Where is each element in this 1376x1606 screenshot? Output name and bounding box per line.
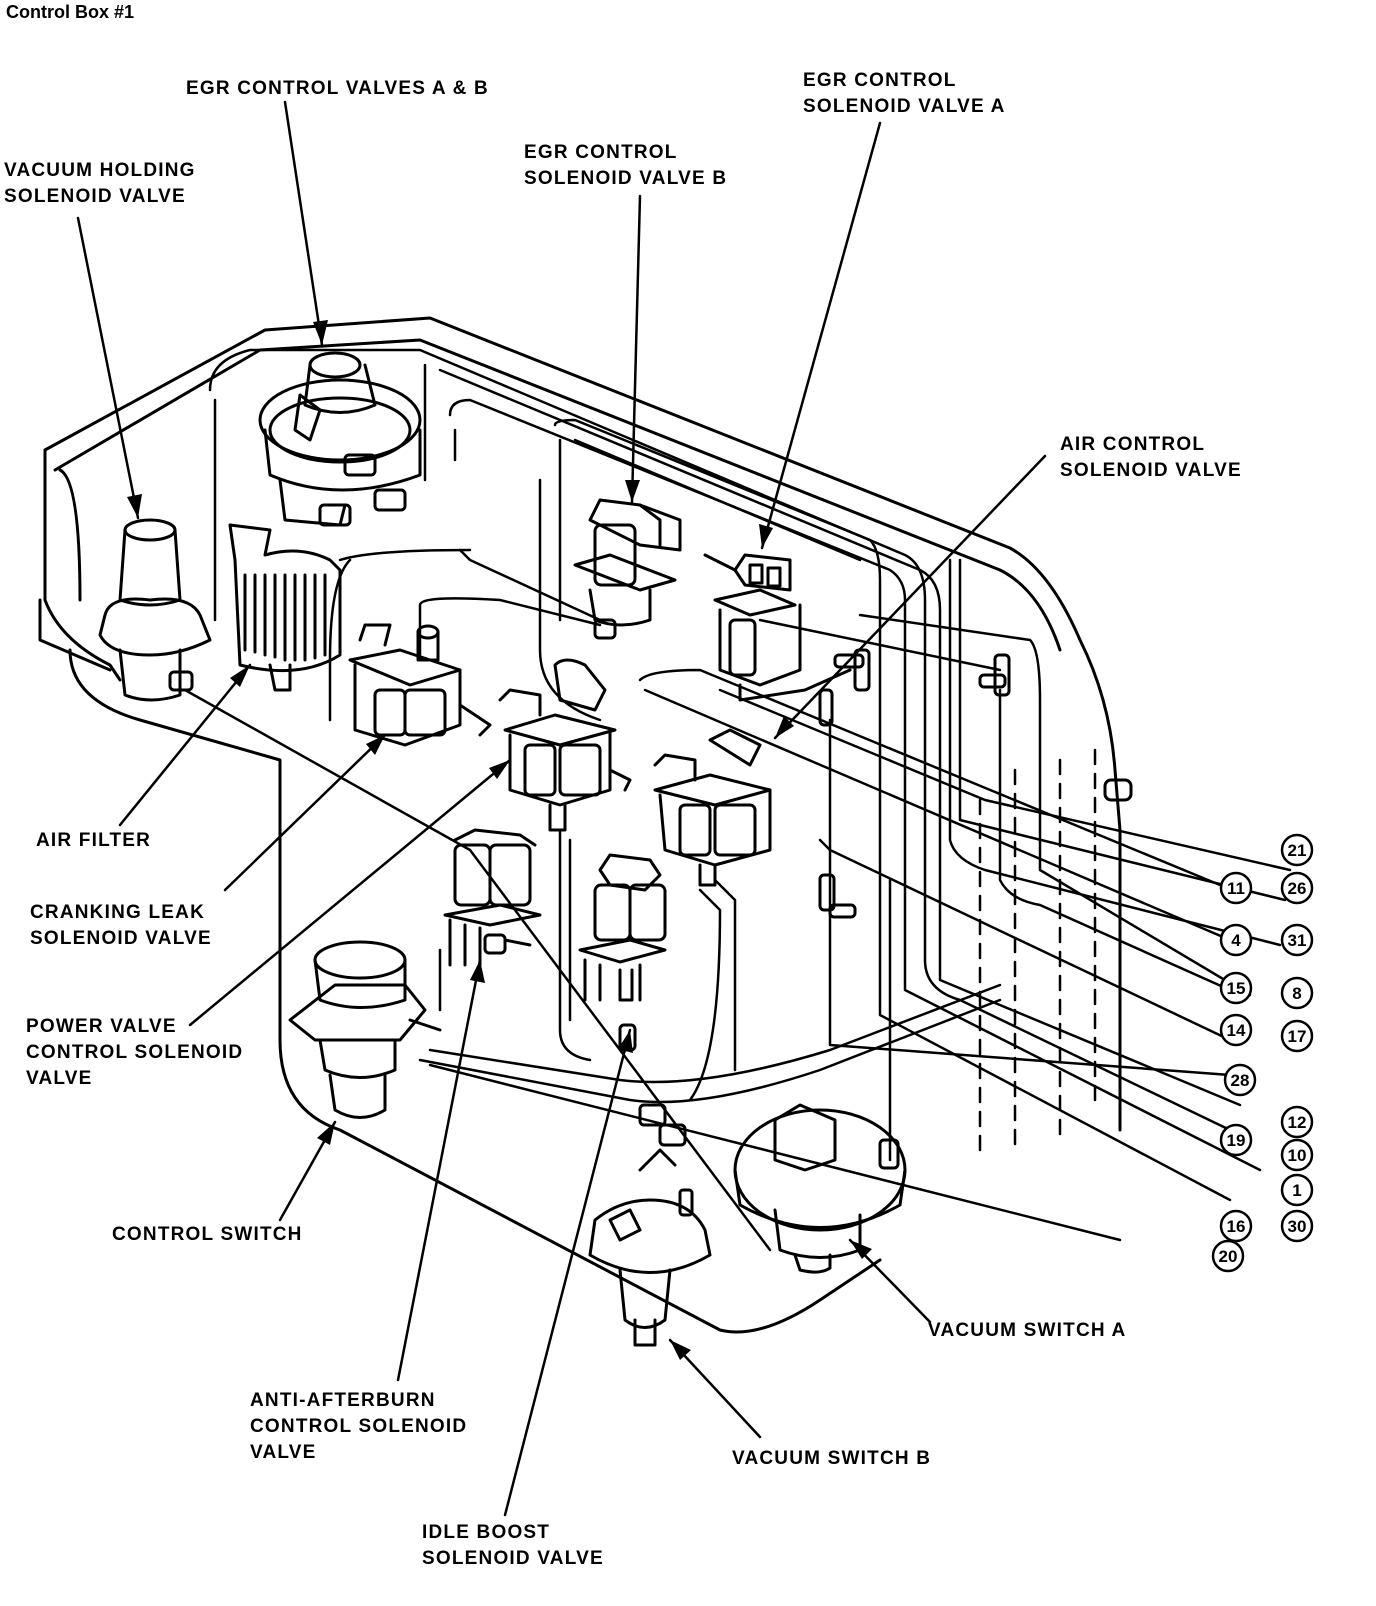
hose-number-16: 16 — [1219, 1209, 1253, 1243]
hose-number-30: 30 — [1280, 1209, 1314, 1243]
hose-number-text: 26 — [1288, 879, 1307, 898]
hose-number-text: 15 — [1227, 979, 1246, 998]
hose-number-text: 31 — [1288, 931, 1307, 950]
label-control-switch: CONTROL SWITCH — [112, 1224, 303, 1245]
hose-number-11: 11 — [1219, 871, 1253, 905]
hose-number-21: 21 — [1280, 833, 1314, 867]
hose-number-4: 4 — [1219, 923, 1253, 957]
hose-number-text: 11 — [1227, 879, 1245, 898]
control-switch — [288, 940, 442, 1119]
diagram-title: Control Box #1 — [6, 2, 135, 22]
hose-number-text: 28 — [1231, 1071, 1250, 1090]
egr-control-solenoid-valve-b — [573, 498, 682, 640]
hose-number-15: 15 — [1219, 971, 1253, 1005]
hose-number-1: 1 — [1280, 1173, 1314, 1207]
label-egr-control-valves-ab: EGR CONTROL VALVES A & B — [186, 78, 489, 99]
idle-boost-solenoid-valve — [578, 853, 667, 1052]
hose-number-text: 12 — [1288, 1113, 1307, 1132]
hose-number-17: 17 — [1280, 1019, 1314, 1053]
hose-number-text: 30 — [1288, 1217, 1307, 1236]
hose-number-text: 21 — [1288, 841, 1307, 860]
hose-number-text: 19 — [1227, 1131, 1246, 1150]
label-air-filter: AIR FILTER — [36, 830, 152, 851]
hose-number-28: 28 — [1223, 1063, 1257, 1097]
hose-number-text: 4 — [1231, 931, 1241, 950]
vacuum-holding-solenoid-valve — [98, 518, 212, 702]
hose-number-8: 8 — [1280, 976, 1314, 1010]
hose-number-text: 16 — [1227, 1217, 1246, 1236]
label-vacuum-switch-a: VACUUM SWITCH A — [928, 1320, 1127, 1341]
vacuum-switch-a — [733, 1103, 907, 1274]
egr-control-solenoid-valve-a — [703, 553, 852, 702]
hose-fittings — [818, 648, 1133, 919]
hose-number-19: 19 — [1219, 1123, 1253, 1157]
hose-number-10: 10 — [1280, 1138, 1314, 1172]
hose-number-20: 20 — [1211, 1239, 1245, 1273]
air-control-solenoid-valve — [653, 728, 772, 887]
hose-number-text: 14 — [1227, 1021, 1246, 1040]
hose-number-text: 20 — [1219, 1247, 1238, 1266]
hose-number-12: 12 — [1280, 1105, 1314, 1139]
hose-number-text: 8 — [1292, 984, 1301, 1003]
anti-afterburn-control-solenoid-valve — [443, 828, 542, 967]
hose-number-31: 31 — [1280, 923, 1314, 957]
vacuum-hoses — [183, 348, 1292, 1252]
hose-number-text: 17 — [1288, 1027, 1307, 1046]
egr-control-valves-ab — [258, 351, 422, 527]
hose-number-text: 1 — [1292, 1181, 1301, 1200]
air-filter — [228, 523, 342, 692]
hose-number-callouts: 21 26 11 31 4 8 15 17 14 28 12 10 19 1 30 16 20 — [1211, 833, 1314, 1273]
cranking-leak-solenoid-valve — [348, 623, 492, 747]
hose-number-14: 14 — [1219, 1013, 1253, 1047]
vacuum-switch-b — [588, 1103, 712, 1347]
hose-number-text: 10 — [1288, 1146, 1307, 1165]
hose-number-26: 26 — [1280, 871, 1314, 905]
label-vacuum-switch-b: VACUUM SWITCH B — [732, 1448, 932, 1469]
leader-lines — [76, 100, 1047, 1517]
control-box-outline — [38, 316, 1122, 1334]
power-valve-control-solenoid-valve — [498, 658, 632, 832]
arrow-heads — [127, 320, 872, 1360]
